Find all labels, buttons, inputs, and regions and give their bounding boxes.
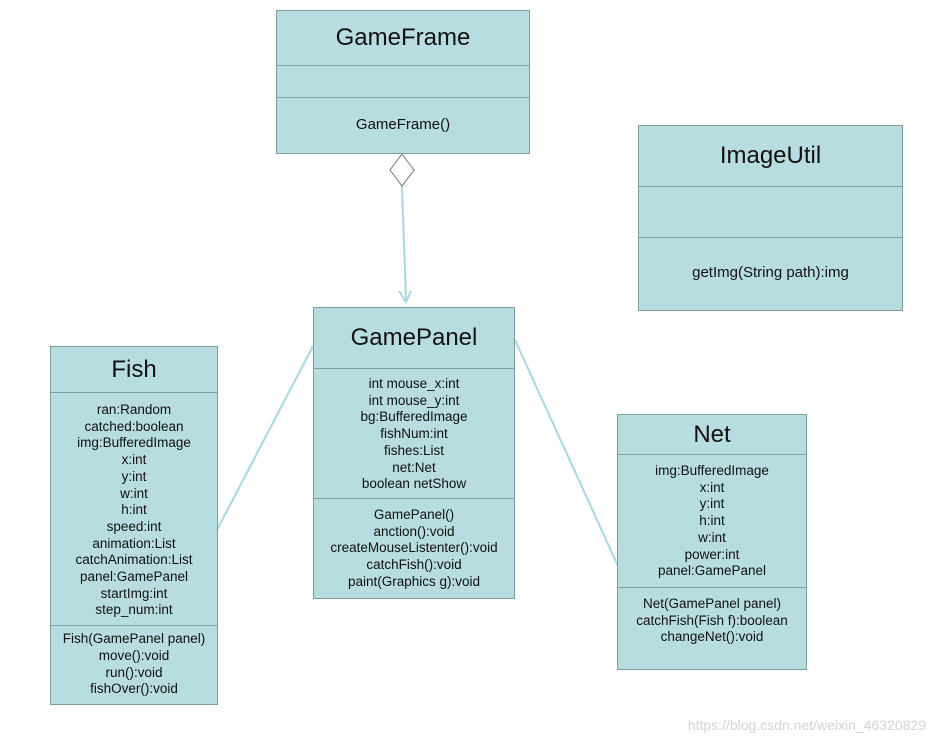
attributes-section [277,65,529,97]
class-name: GameFrame [335,24,471,51]
member-line: y:int [699,496,725,512]
member-line: img:BufferedImage [655,463,769,478]
member-line: GameFrame() [355,116,451,133]
member-line: boolean netShow [361,476,467,492]
member-line: bg:BufferedImage [360,409,468,425]
member-line: GamePanel() [373,506,455,522]
member-line: step_num:int [95,602,173,618]
fish-gamepanel-link [216,345,314,531]
member-line: y:int [121,468,147,484]
arrow-head [398,290,412,305]
member-line: anction():void [373,523,455,539]
methods-section: getImg(String path):img [639,237,902,310]
member-line: Fish(GamePanel panel) [62,631,206,647]
member-line: h:int [699,513,725,529]
member-line: changeNet():void [660,629,764,645]
gamepanel-net-link [514,339,619,567]
member-line: run():void [105,664,163,680]
class-name: Fish [111,355,157,383]
member-line: paint(Graphics g):void [347,573,481,589]
member-line: h:int [121,502,147,518]
member-line: fishOver():void [90,681,178,697]
member-line: int mouse_x:int [368,376,460,391]
member-line: panel:GamePanel [79,569,189,585]
member-line: getImg(String path):img [692,264,849,281]
methods-section: GameFrame() [277,97,529,153]
aggregation-diamond-icon [389,153,415,187]
member-line: speed:int [106,518,162,534]
member-line: fishes:List [383,442,445,458]
class-name: Net [693,420,731,448]
member-line: img:BufferedImage [77,435,191,451]
class-box-gameframe: GameFrame GameFrame() [276,10,530,154]
member-line: catchFish():void [366,557,462,573]
member-line: panel:GamePanel [657,563,767,579]
member-line: catchFish(Fish f):boolean [636,612,788,628]
class-name: ImageUtil [719,142,822,169]
member-line: animation:List [92,535,176,551]
class-box-imageutil: ImageUtil getImg(String path):img [638,125,903,311]
member-line: w:int [698,529,726,545]
member-line: Net(GamePanel panel) [642,595,782,611]
member-line: createMouseListenter():void [330,540,498,556]
member-line: startImg:int [100,585,168,601]
member-line: x:int [699,479,725,495]
member-line: ran:Random [96,402,172,417]
member-line: move():void [98,647,170,663]
member-line: w:int [120,485,148,501]
methods-section: Net(GamePanel panel)catchFish(Fish f):bo… [618,586,806,669]
member-line: x:int [121,452,147,468]
class-name: GamePanel [350,324,478,351]
member-line: catchAnimation:List [75,552,193,568]
attributes-section [639,186,902,237]
member-line: power:int [684,546,740,562]
member-line: net:Net [392,459,436,475]
watermark: https://blog.csdn.net/weixin_46320829 [687,717,926,733]
member-line: catched:boolean [84,418,184,434]
aggregation-line [401,185,407,302]
member-line: fishNum:int [380,426,448,442]
member-line: int mouse_y:int [368,392,460,408]
